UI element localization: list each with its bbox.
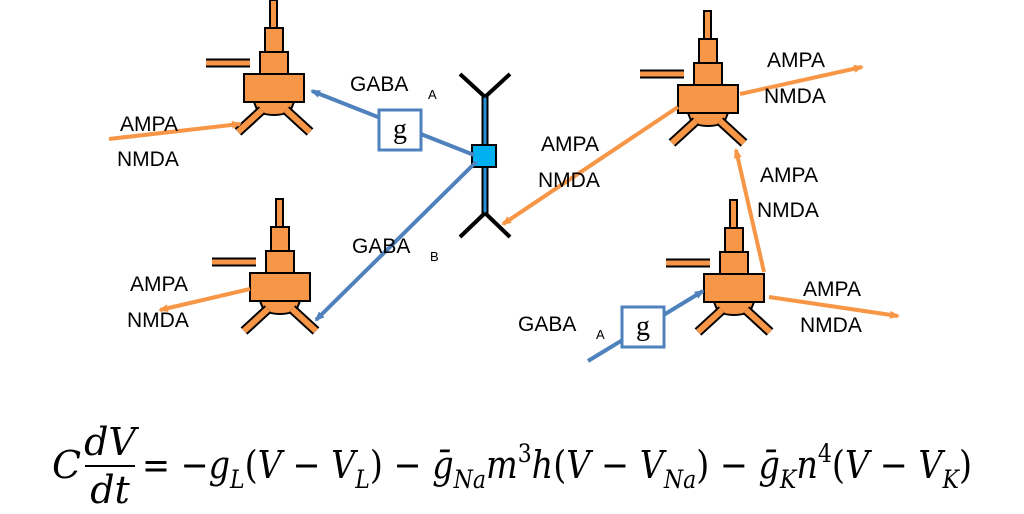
equation-token: − bbox=[282, 443, 331, 487]
nmda-text: NMDA bbox=[538, 169, 600, 192]
conductance-box-bottom: g bbox=[620, 305, 666, 349]
conductance-label-bottom: g bbox=[636, 311, 650, 342]
gaba-text: GABA bbox=[350, 73, 408, 96]
nmda-text: NMDA bbox=[117, 148, 179, 171]
ampa-nmda-label-bottom-right: AMPA NMDA bbox=[800, 278, 862, 337]
ampa-text: AMPA bbox=[120, 113, 178, 136]
nmda-text: NMDA bbox=[127, 309, 189, 332]
equation-denominator: dt bbox=[90, 468, 130, 512]
nmda-text: NMDA bbox=[764, 85, 826, 108]
ampa-nmda-label-top-left: AMPA NMDA bbox=[117, 113, 179, 171]
equation-token: n bbox=[796, 443, 818, 487]
gaba-text: GABA bbox=[352, 235, 410, 258]
ampa-nmda-label-top-right: AMPA NMDA bbox=[764, 49, 826, 108]
neuron-bottom-right bbox=[666, 200, 770, 332]
equation-token: g bbox=[209, 443, 230, 487]
ampa-nmda-arrow-out-bottom-left bbox=[158, 287, 251, 313]
equation-token: − bbox=[590, 443, 639, 487]
ampa-text: AMPA bbox=[767, 49, 825, 72]
conductance-box-top: g bbox=[377, 108, 423, 152]
neuron-top-left bbox=[206, 0, 310, 132]
gaba-b-label: GABA B bbox=[352, 235, 439, 264]
gaba-text: GABA bbox=[518, 313, 576, 336]
ampa-text: AMPA bbox=[130, 273, 188, 296]
equation-numerator: dV bbox=[84, 420, 139, 464]
equation-token: m bbox=[486, 443, 518, 487]
ampa-nmda-label-center: AMPA NMDA bbox=[538, 133, 600, 192]
equation-token: V bbox=[640, 443, 667, 487]
gaba-a-label-top: GABA A bbox=[350, 73, 437, 102]
equation-token: h bbox=[532, 443, 554, 487]
equation-token: ( bbox=[832, 443, 845, 487]
equation-token: V bbox=[331, 443, 358, 487]
equation-token: Na bbox=[663, 465, 696, 494]
equation-token: K bbox=[779, 465, 797, 494]
ampa-nmda-label-bottom-left: AMPA NMDA bbox=[127, 273, 189, 332]
equation-token: ḡ bbox=[759, 443, 780, 487]
equation-token: V bbox=[258, 443, 285, 487]
nmda-text: NMDA bbox=[757, 199, 819, 222]
equation-token: ) − bbox=[370, 443, 432, 487]
gaba-subscript: A bbox=[428, 87, 437, 102]
equation-token: V bbox=[845, 443, 872, 487]
gaba-subscript: A bbox=[596, 327, 605, 342]
ampa-nmda-label-right-middle: AMPA NMDA bbox=[757, 164, 819, 222]
equation-token: 3 bbox=[518, 439, 532, 468]
ampa-nmda-arrow-bottom-to-top-right bbox=[733, 148, 766, 273]
nmda-text: NMDA bbox=[800, 314, 862, 337]
equation-token: = − bbox=[142, 443, 209, 487]
ampa-nmda-arrow-to-interneuron bbox=[501, 105, 680, 226]
equation-token: − bbox=[869, 443, 918, 487]
ampa-nmda-arrow-into-top-left bbox=[108, 120, 242, 141]
equation-token: Na bbox=[453, 465, 486, 494]
equation-token: ) − bbox=[696, 443, 758, 487]
ampa-text: AMPA bbox=[803, 278, 861, 301]
hodgkin-huxley-equation: C dV dt = −gL(V − VL) − ḡNam3h(V − VNa) … bbox=[52, 420, 972, 512]
equation-right-hand-side: = −gL(V − VL) − ḡNam3h(V − VNa) − ḡKn4(V… bbox=[142, 439, 972, 494]
equation-token: ḡ bbox=[432, 443, 453, 487]
equation-token: ( bbox=[245, 443, 258, 487]
equation-token: V bbox=[566, 443, 593, 487]
ampa-text: AMPA bbox=[760, 164, 818, 187]
equation-token: L bbox=[229, 465, 244, 494]
equation-token: K bbox=[942, 465, 960, 494]
conductance-label-top: g bbox=[393, 114, 407, 145]
gaba-subscript: B bbox=[430, 249, 439, 264]
ampa-nmda-arrow-out-bottom-right bbox=[768, 295, 900, 319]
gaba-a-label-bottom: GABA A bbox=[518, 313, 605, 342]
equation-token: L bbox=[354, 465, 369, 494]
ampa-nmda-arrow-out-top-right bbox=[739, 64, 864, 96]
gaba-b-arrow bbox=[314, 160, 478, 322]
interneuron bbox=[458, 72, 512, 239]
equation-token: V bbox=[918, 443, 945, 487]
equation-token: ( bbox=[553, 443, 566, 487]
equation-capacitance: C bbox=[52, 443, 81, 487]
equation-token: ) bbox=[959, 443, 972, 487]
ampa-text: AMPA bbox=[541, 133, 599, 156]
neuron-bottom-left bbox=[212, 199, 316, 331]
equation-token: 4 bbox=[818, 439, 832, 468]
